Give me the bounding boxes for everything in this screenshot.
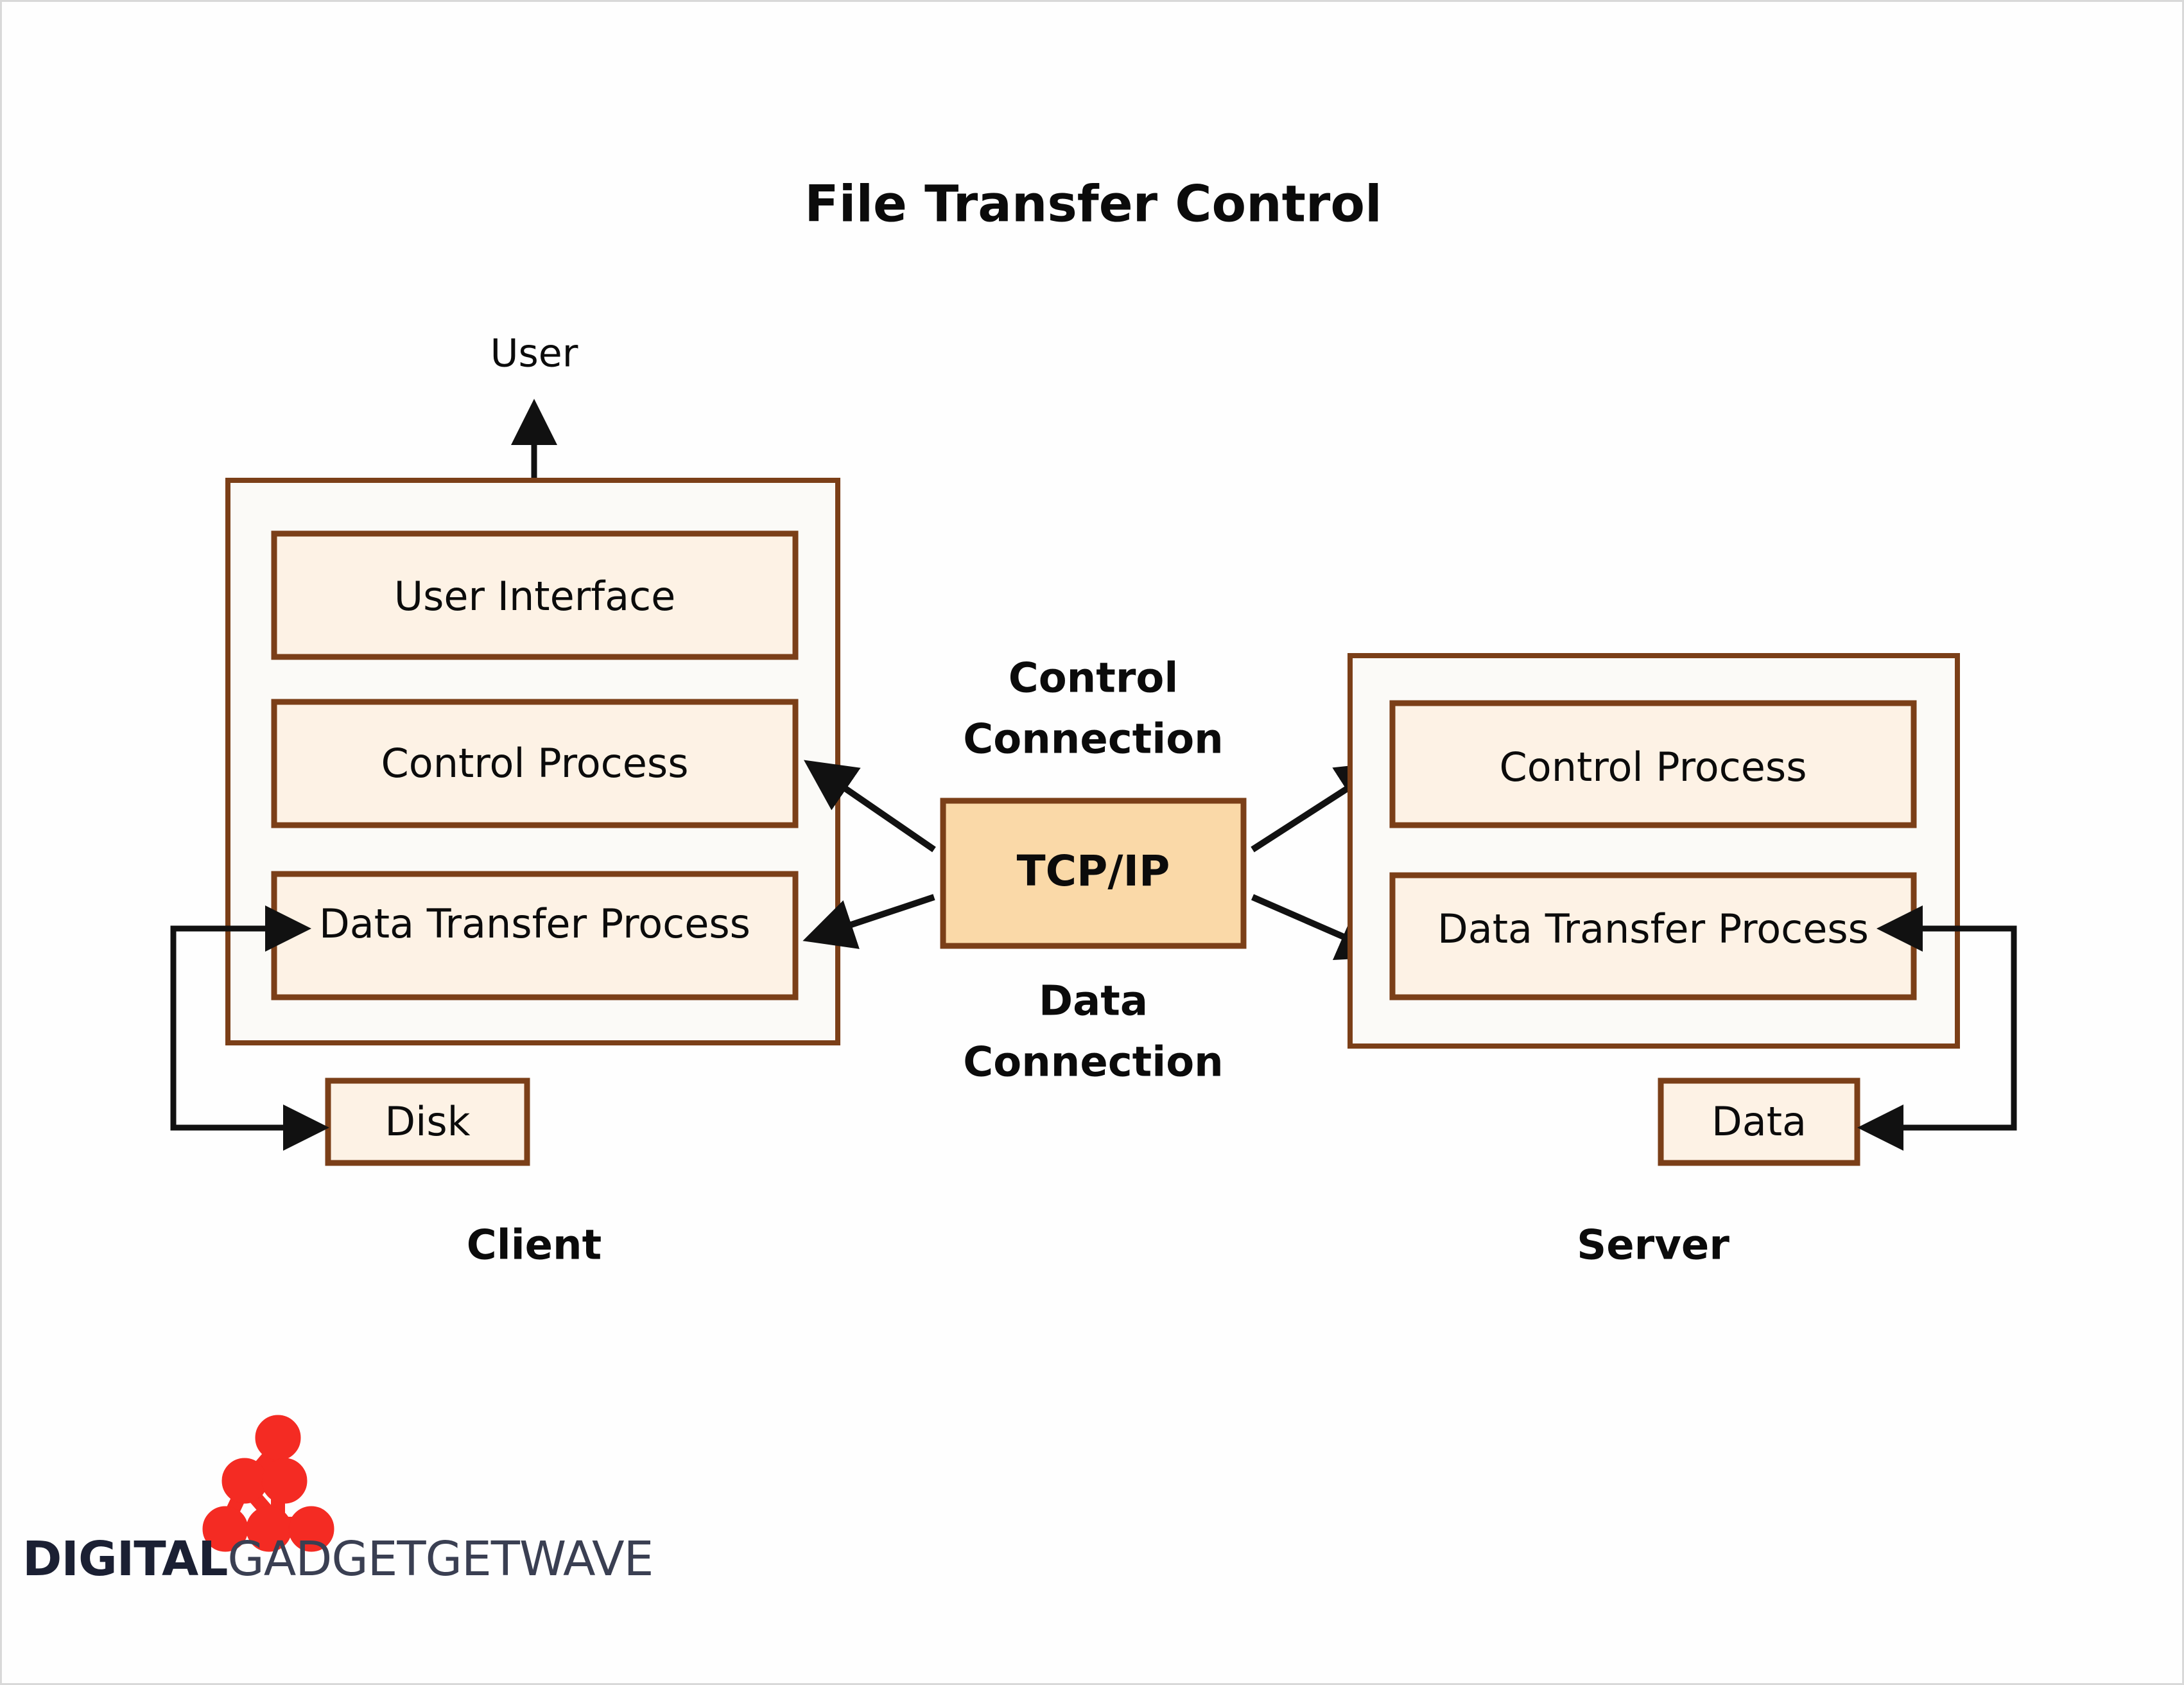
server-box-data[interactable]: Data (1658, 1078, 1860, 1166)
client-box-disk-label: Disk (385, 1098, 470, 1145)
logo-wordmark-bold: DIGITAL (22, 1532, 227, 1587)
user-label: User (490, 331, 578, 376)
client-box-user-interface[interactable]: User Interface (271, 530, 799, 660)
server-data-loop-connector (1857, 905, 2017, 1151)
client-box-data-transfer-process[interactable]: Data Transfer Process (271, 871, 799, 1000)
server-box-data-label: Data (1712, 1098, 1807, 1145)
client-box-control-process[interactable]: Control Process (271, 699, 799, 828)
logo-wordmark-light: GADGETGETWAVE (227, 1532, 653, 1587)
network-nodes-logo-icon (202, 1415, 334, 1552)
tcpip-box[interactable]: TCP/IP (940, 798, 1247, 949)
tcpip-box-label: TCP/IP (1017, 846, 1170, 896)
server-box-data-transfer-process-label: Data Transfer Process (1437, 905, 1869, 952)
client-group-label: Client (467, 1222, 602, 1270)
client-box-disk[interactable]: Disk (325, 1078, 530, 1166)
server-box-control-process[interactable]: Control Process (1389, 700, 1917, 828)
server-group-label: Server (1577, 1222, 1729, 1270)
server-box-control-process-label: Control Process (1499, 744, 1807, 790)
logo-wordmark: DIGITALGADGETGETWAVE (22, 1532, 653, 1587)
control-connection-label-line1: Control (1009, 655, 1179, 703)
page-title: File Transfer Control (804, 175, 1382, 233)
arrow-tcpip-to-client-data-transfer-process (802, 894, 935, 949)
arrow-tcpip-to-client-control-process (804, 760, 936, 853)
client-disk-loop-connector (170, 905, 329, 1151)
client-box-data-transfer-process-label: Data Transfer Process (319, 900, 750, 947)
control-connection-label-line2: Connection (963, 716, 1223, 764)
server-box-data-transfer-process[interactable]: Data Transfer Process (1389, 872, 1917, 1000)
client-box-control-process-label: Control Process (381, 740, 688, 787)
client-box-user-interface-label: User Interface (394, 573, 676, 620)
data-connection-label-line1: Data (1039, 978, 1148, 1026)
data-connection-label-line2: Connection (963, 1039, 1223, 1087)
